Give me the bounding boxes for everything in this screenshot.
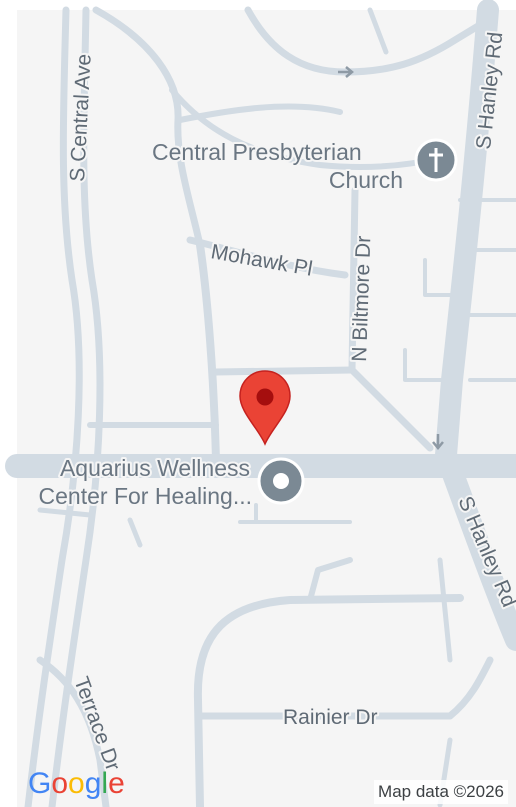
google-logo-letter: e [108,767,125,800]
street-label-n-biltmore-dr: N Biltmore Dr [348,235,375,362]
road-left-spur [37,507,93,518]
road-east-d [403,348,447,382]
oneway-arrow-icon [432,434,444,450]
road-church-loop [177,103,343,123]
map-pin-icon[interactable] [239,370,291,446]
map-attribution[interactable]: Map data ©2026 [374,780,508,804]
google-logo-text: Google [28,767,125,801]
road-lower-loop [193,594,464,807]
google-logo-letter: G [28,767,52,800]
road-upper-connector [212,366,356,376]
oneway-arrow-icon [338,66,354,78]
place-icon[interactable] [257,457,305,505]
google-logo: Google [28,767,125,801]
road-east-b [423,258,460,297]
google-logo-letter: o [51,767,69,800]
road-s-central-ave-b [48,6,104,807]
road-terrace-dr [36,656,110,807]
road-lower-stub [307,557,353,603]
road-rainier-dr [194,656,494,720]
road-mohawk-pl [186,236,349,279]
road-lower-right [437,557,453,663]
google-logo-letter: l [101,767,109,800]
street-label-rainier-dr: Rainier Dr [283,706,378,729]
cross-icon[interactable] [414,138,458,182]
poi-label-wellness-line2[interactable]: Center For Healing... [37,481,254,511]
road-s-central-ave-a [24,6,83,807]
road-s-hanley-rd [435,0,516,651]
poi-label-wellness-line1[interactable]: Aquarius Wellness [58,453,252,483]
road-inner-vertical [196,241,220,464]
road-church-access [169,87,443,170]
google-logo-letter: o [68,767,85,800]
poi-label-church-line1[interactable]: Central Presbyterian [150,137,364,167]
road-left-spur-b [127,517,143,548]
poi-label-church-line2[interactable]: Church [327,165,405,195]
google-logo-letter: g [84,767,102,800]
road-top-spur [367,7,389,55]
